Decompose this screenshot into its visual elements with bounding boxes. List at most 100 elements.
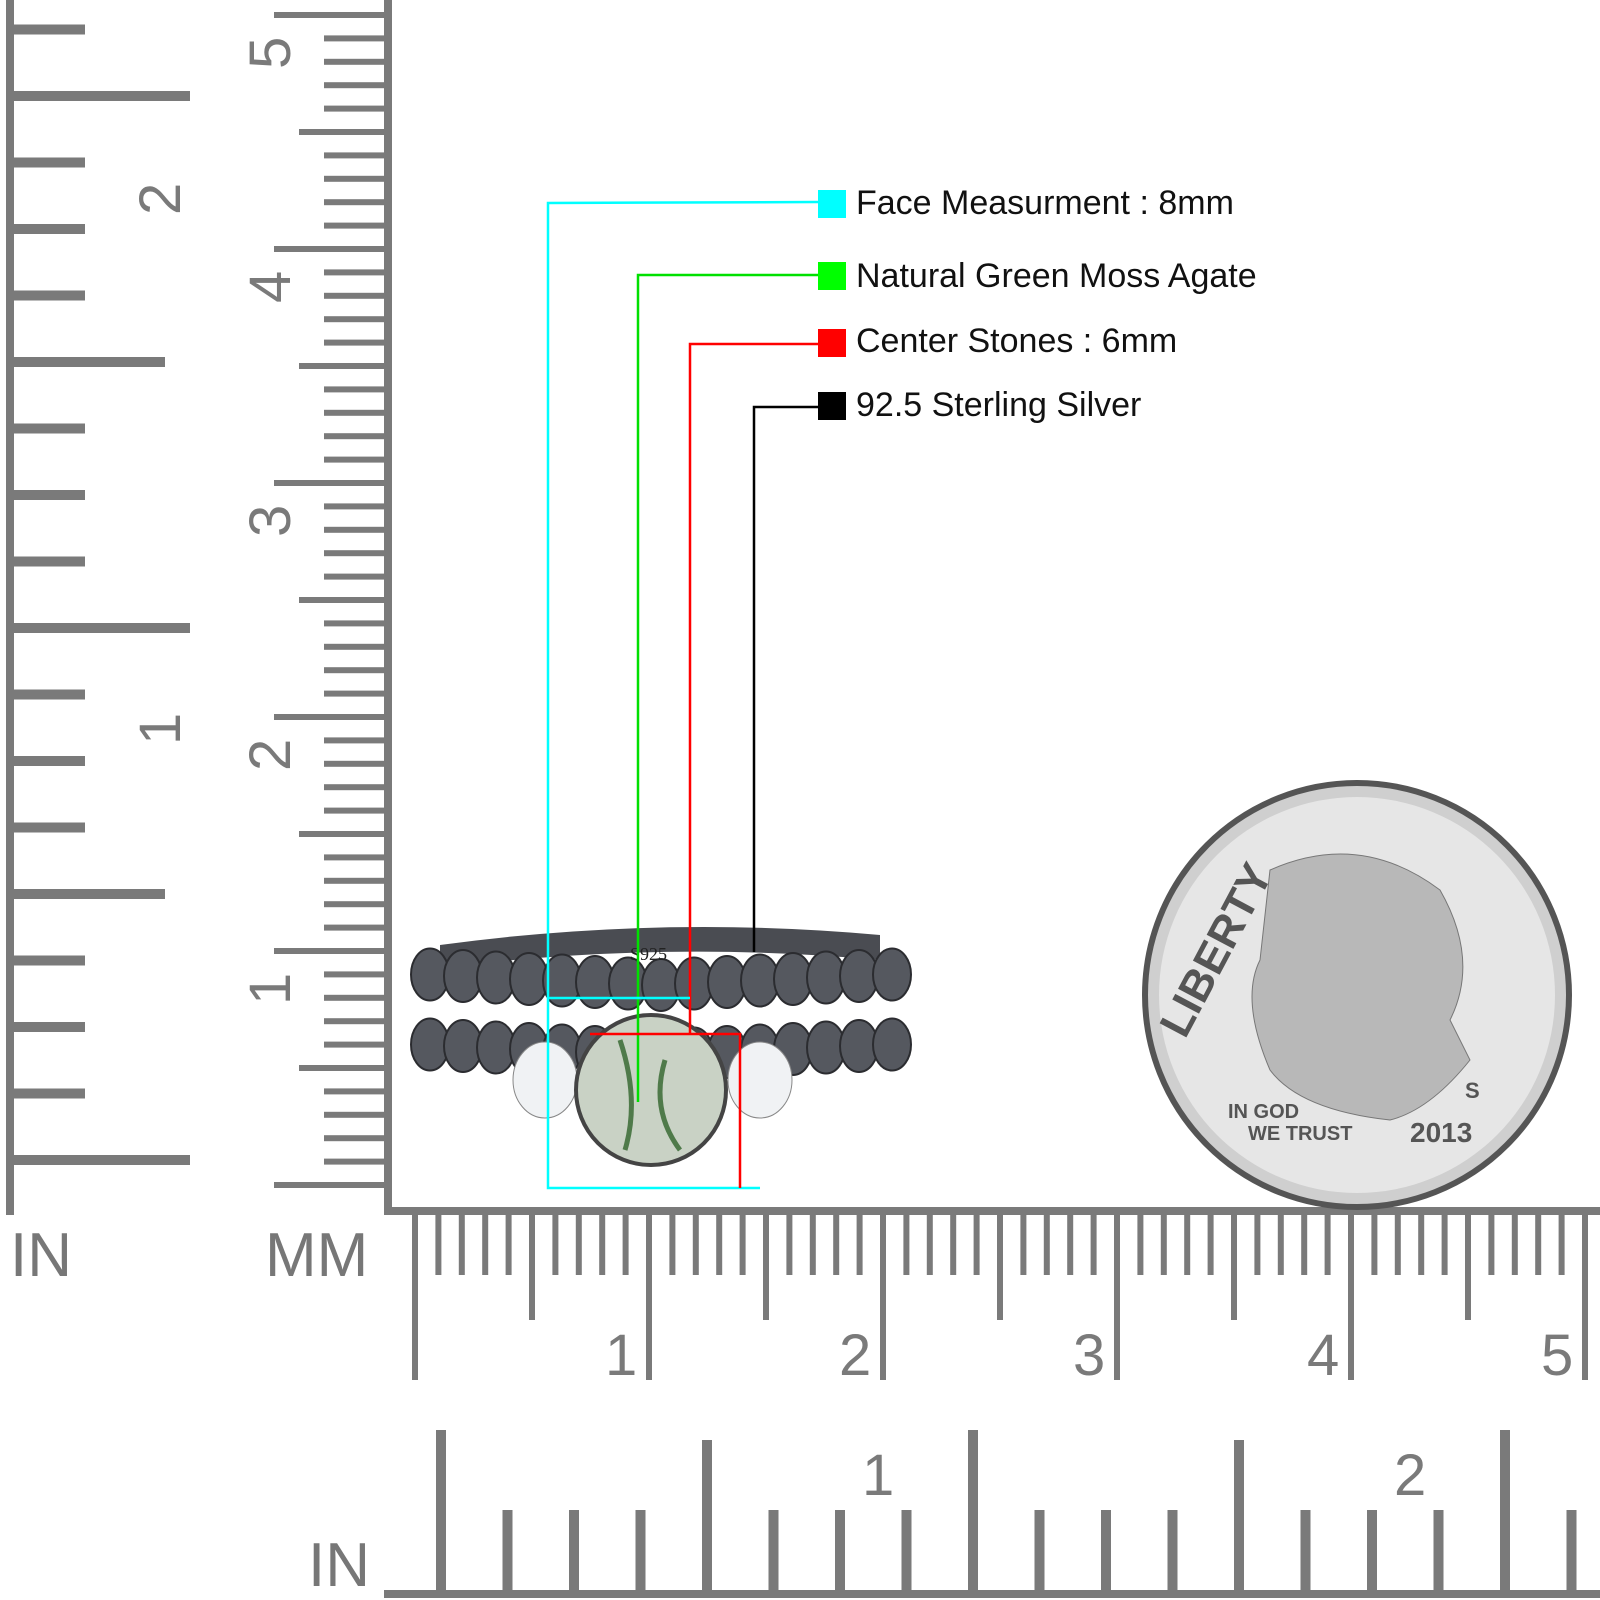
legend-stone-type: Natural Green Moss Agate	[856, 257, 1257, 295]
horizontal-inch-tick	[1367, 1510, 1377, 1590]
vertical-mm-tick	[324, 58, 384, 65]
vertical-mm-tick	[324, 1135, 384, 1142]
horizontal-mm-tick	[646, 1215, 652, 1380]
coin-motto-1: IN GOD	[1228, 1101, 1299, 1123]
horizontal-mm-tick	[412, 1215, 418, 1380]
vertical-mm-tick	[324, 1111, 384, 1118]
horizontal-mm-tick	[1441, 1215, 1448, 1275]
vertical-mm-tick	[324, 35, 384, 42]
vertical-inch-tick	[14, 1088, 85, 1099]
vertical-mm-tick	[324, 526, 384, 533]
vertical-mm-tick	[324, 409, 384, 416]
horizontal-mm-tick	[1207, 1215, 1214, 1275]
ruler-in-label: IN	[10, 1221, 72, 1290]
horizontal-mm-tick	[1301, 1215, 1308, 1275]
vertical-inch-tick	[14, 556, 85, 567]
horizontal-mm-number: 2	[839, 1323, 871, 1388]
horizontal-inch-tick	[502, 1510, 513, 1590]
horizontal-mm-tick	[1371, 1215, 1378, 1275]
coin-year: 2013	[1410, 1117, 1472, 1148]
horizontal-mm-tick	[622, 1215, 629, 1275]
vertical-mm-tick	[324, 854, 384, 861]
vertical-inch-tick	[14, 357, 165, 367]
horizontal-mm-tick	[950, 1215, 957, 1275]
vertical-mm-tick	[324, 1041, 384, 1048]
vertical-mm-tick	[324, 339, 384, 346]
horizontal-mm-tick	[786, 1215, 793, 1275]
legend-center-stones: Center Stones : 6mm	[856, 322, 1178, 360]
vertical-mm-tick	[274, 12, 384, 18]
coin-motto-2: WE TRUST	[1248, 1123, 1352, 1145]
horizontal-mm-tick	[833, 1215, 840, 1275]
horizontal-mm-tick	[458, 1215, 465, 1275]
legend-metal: 92.5 Sterling Silver	[856, 386, 1142, 424]
horizontal-mm-number: 3	[1073, 1323, 1105, 1388]
vertical-mm-tick	[299, 597, 384, 603]
horizontal-mm-tick	[1067, 1215, 1074, 1275]
horizontal-mm-tick	[1418, 1215, 1425, 1275]
vertical-inch-tick	[14, 889, 165, 899]
vertical-mm-tick	[324, 573, 384, 580]
horizontal-mm-tick	[1184, 1215, 1191, 1275]
legend-swatch-center	[818, 329, 846, 357]
vertical-mm-tick	[324, 1018, 384, 1025]
vertical-mm-tick	[324, 784, 384, 791]
horizontal-mm-tick	[1137, 1215, 1144, 1275]
vertical-mm-tick	[324, 433, 384, 440]
vertical-inch-tick	[14, 91, 190, 101]
vertical-mm-tick	[274, 714, 384, 720]
horizontal-mm-tick	[1511, 1215, 1518, 1275]
horizontal-mm-tick	[926, 1215, 933, 1275]
horizontal-mm-tick	[575, 1215, 582, 1275]
horizontal-mm-tick	[973, 1215, 980, 1275]
vertical-mm-tick	[324, 199, 384, 206]
vertical-mm-tick	[324, 994, 384, 1001]
vertical-mm-tick	[324, 386, 384, 393]
horizontal-mm-tick	[716, 1215, 723, 1275]
ring-bead	[872, 1017, 912, 1072]
horizontal-inch-tick	[768, 1510, 779, 1590]
horizontal-mm-tick	[1231, 1215, 1237, 1320]
horizontal-inch-tick	[968, 1430, 978, 1590]
vertical-inch-number: 2	[128, 183, 193, 215]
horizontal-mm-tick	[1277, 1215, 1284, 1275]
vertical-inch-tick	[14, 423, 85, 434]
vertical-mm-tick	[324, 456, 384, 463]
side-stone-left	[512, 1041, 578, 1119]
horizontal-mm-tick	[1090, 1215, 1097, 1275]
vertical-mm-tick	[324, 877, 384, 884]
horizontal-mm-tick	[1348, 1215, 1354, 1380]
vertical-mm-tick	[324, 901, 384, 908]
vertical-inch-tick	[14, 1155, 190, 1165]
horizontal-mm-tick	[1535, 1215, 1542, 1275]
horizontal-mm-tick	[856, 1215, 863, 1275]
vertical-mm-tick	[324, 175, 384, 182]
horizontal-mm-tick	[1582, 1215, 1588, 1380]
vertical-mm-tick	[324, 269, 384, 276]
vertical-mm-tick	[324, 643, 384, 650]
ruler-bottom-in-label: IN	[308, 1531, 370, 1600]
coin-mint-mark: S	[1465, 1078, 1480, 1103]
ring-stamp: S925	[630, 944, 667, 964]
horizontal-mm-tick	[1324, 1215, 1331, 1275]
horizontal-mm-tick	[1465, 1215, 1471, 1320]
horizontal-mm-tick	[552, 1215, 559, 1275]
vertical-inch-number: 1	[128, 713, 193, 745]
vertical-mm-tick	[274, 948, 384, 954]
horizontal-inch-tick	[1167, 1510, 1178, 1590]
vertical-inch-tick	[14, 689, 85, 700]
horizontal-mm-tick	[809, 1215, 816, 1275]
horizontal-mm-tick	[1043, 1215, 1050, 1275]
horizontal-inch-tick	[635, 1510, 646, 1590]
horizontal-mm-number: 1	[605, 1323, 637, 1388]
horizontal-inch-tick	[1500, 1430, 1510, 1590]
vertical-mm-tick	[324, 503, 384, 510]
horizontal-ruler-edge	[384, 1207, 1600, 1215]
horizontal-mm-tick	[1160, 1215, 1167, 1275]
vertical-inch-tick	[14, 955, 85, 966]
vertical-mm-tick	[324, 316, 384, 323]
vertical-mm-tick	[324, 667, 384, 674]
vertical-mm-tick	[324, 1158, 384, 1165]
horizontal-mm-tick	[1488, 1215, 1495, 1275]
